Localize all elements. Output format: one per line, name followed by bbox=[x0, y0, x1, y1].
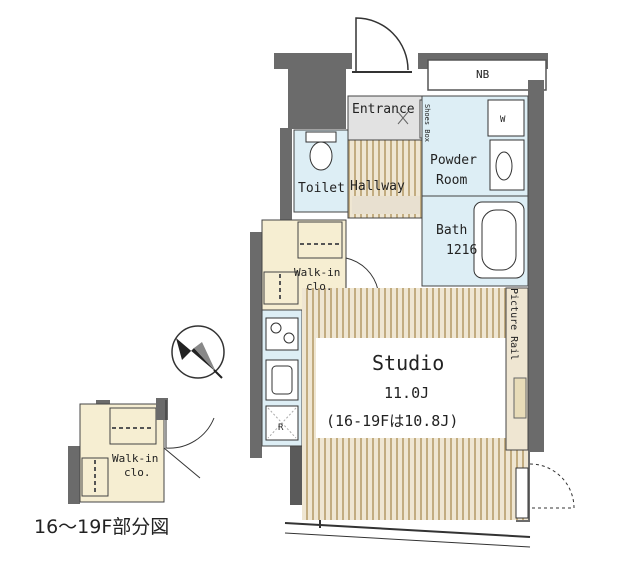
washer-icon bbox=[487, 99, 525, 137]
powder-label-line1: Powder bbox=[430, 153, 477, 168]
bath-label-line2: 1216 bbox=[446, 243, 477, 258]
bath-room bbox=[421, 195, 529, 287]
partial-walk-in-line2: clo. bbox=[124, 466, 151, 479]
partial-plan-caption: 16～19F部分図 bbox=[34, 516, 170, 538]
hallway bbox=[347, 139, 423, 219]
entrance-label: Entrance bbox=[352, 102, 415, 117]
toilet-label: Toilet bbox=[298, 181, 345, 196]
toilet-room bbox=[293, 129, 349, 213]
studio bbox=[302, 287, 575, 520]
studio-title: Studio bbox=[372, 351, 444, 375]
bathtub-icon bbox=[473, 201, 525, 279]
compass-icon bbox=[171, 325, 225, 379]
powder-room bbox=[421, 95, 529, 197]
bath-label-line1: Bath bbox=[436, 223, 467, 238]
kitchen bbox=[261, 309, 303, 447]
nb-label: NB bbox=[476, 68, 490, 81]
studio-note: (16-19Fは10.8J) bbox=[326, 412, 458, 430]
powder-label-line2: Room bbox=[436, 173, 467, 188]
entrance bbox=[347, 17, 435, 141]
walk-in-label-line2: clo. bbox=[306, 280, 333, 293]
kitchen-sink-icon bbox=[265, 359, 299, 401]
sink-icon bbox=[489, 139, 525, 191]
washer-label: W bbox=[500, 115, 506, 125]
shoe-box-label: Shoes Box bbox=[423, 104, 431, 142]
picture-rail-label: Picture Rail bbox=[508, 288, 519, 360]
stove-icon bbox=[265, 317, 299, 351]
hallway-label: Hallway bbox=[350, 179, 405, 194]
partial-plan bbox=[68, 398, 215, 504]
studio-area: 11.0J bbox=[384, 384, 429, 402]
fridge-label: R bbox=[278, 423, 284, 433]
partial-walk-in-line1: Walk-in bbox=[112, 452, 158, 465]
door-swing-icon bbox=[355, 17, 409, 72]
walk-in-label-line1: Walk-in bbox=[294, 266, 340, 279]
toilet-icon bbox=[305, 131, 337, 171]
